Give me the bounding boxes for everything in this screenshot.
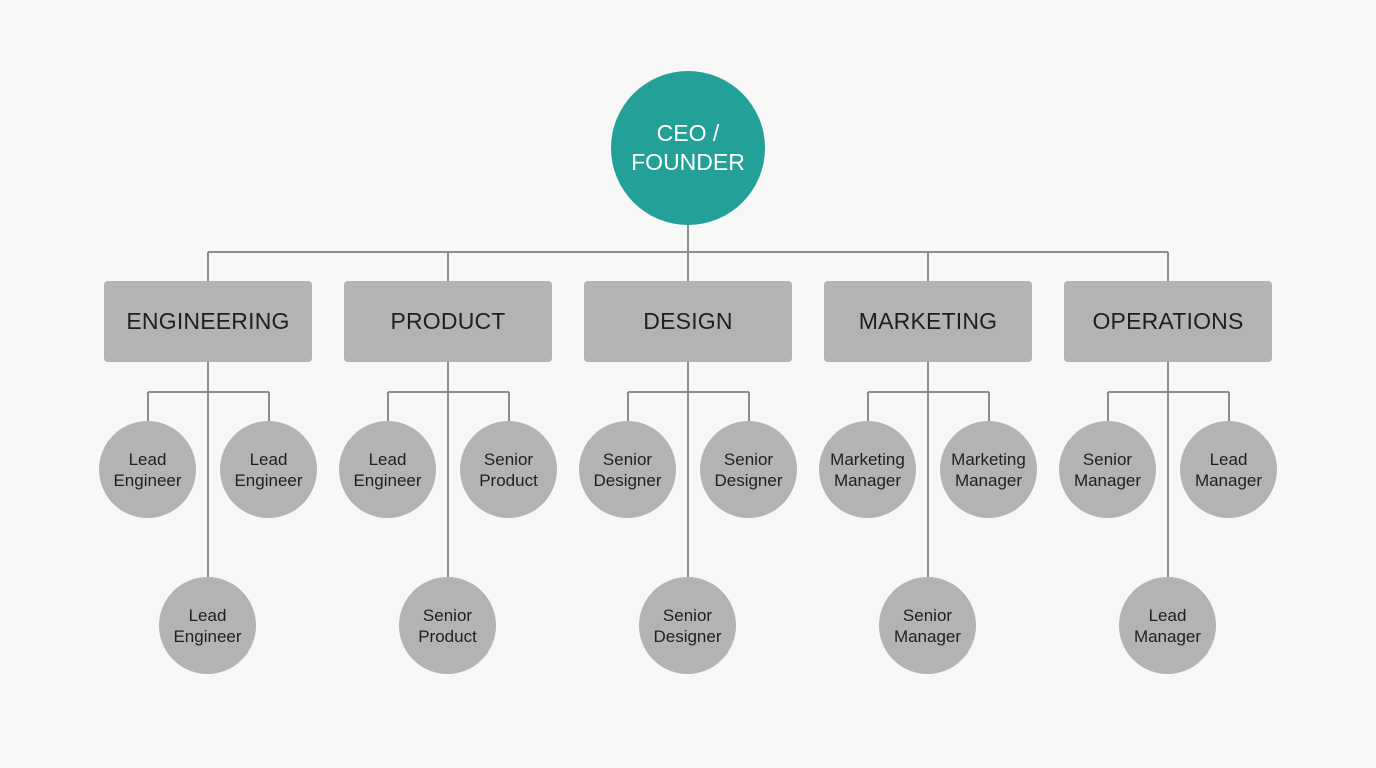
role-label-line1: Marketing [830,449,905,469]
role-label-line2: Manager [1073,470,1142,490]
department-operations-node: OPERATIONS [1064,281,1272,362]
role-label: Senior Designer [653,605,721,647]
role-label: Senior Manager [1074,449,1141,491]
role-label-line2: Manager [1133,626,1202,646]
ceo-founder-label-line2: FOUNDER [631,149,745,175]
role-label-line1: Lead [249,449,288,469]
department-engineering-label: ENGINEERING [126,308,290,334]
role-label-line2: Product [418,626,477,646]
role-label-line1: Lead [1209,449,1248,469]
engineering-role-node: Lead Engineer [159,577,256,674]
department-design-label: DESIGN [643,308,733,334]
role-label-line2: Manager [954,470,1023,490]
marketing-role-node: Marketing Manager [940,421,1037,518]
role-label-line1: Lead [128,449,167,469]
role-label: Marketing Manager [951,449,1026,491]
role-label-line2: Manager [833,470,902,490]
role-label-line2: Designer [653,626,722,646]
engineering-role-node: Lead Engineer [220,421,317,518]
role-label-line1: Senior [422,605,473,625]
design-role-node: Senior Designer [639,577,736,674]
role-label-line1: Lead [188,605,227,625]
design-role-node: Senior Designer [579,421,676,518]
role-label-line2: Product [479,470,538,490]
role-label-line2: Engineer [234,470,303,490]
role-label-line2: Engineer [353,470,422,490]
department-product-node: PRODUCT [344,281,552,362]
role-label: Lead Engineer [353,449,421,491]
role-label-line2: Designer [714,470,783,490]
role-label-line2: Manager [1194,470,1263,490]
role-label: Senior Designer [593,449,661,491]
role-label: Senior Manager [894,605,961,647]
marketing-role-node: Marketing Manager [819,421,916,518]
role-label-line2: Manager [893,626,962,646]
role-label: Lead Engineer [234,449,302,491]
operations-role-node: Senior Manager [1059,421,1156,518]
department-product-label: PRODUCT [390,308,506,334]
role-label-line1: Lead [368,449,407,469]
operations-role-node: Lead Manager [1180,421,1277,518]
product-role-node: Lead Engineer [339,421,436,518]
department-marketing-label: MARKETING [858,308,998,334]
department-marketing-node: MARKETING [824,281,1032,362]
marketing-role-node: Senior Manager [879,577,976,674]
product-role-node: Senior Product [399,577,496,674]
operations-role-node: Lead Manager [1119,577,1216,674]
role-label: Marketing Manager [830,449,905,491]
role-label: Senior Product [479,449,538,491]
department-engineering-node: ENGINEERING [104,281,312,362]
role-label-line2: Engineer [113,470,182,490]
role-label-line1: Senior [602,449,653,469]
engineering-role-node: Lead Engineer [99,421,196,518]
role-label-line2: Engineer [173,626,242,646]
role-label-line1: Senior [662,605,713,625]
role-label-line1: Senior [723,449,774,469]
ceo-founder-label-line1: CEO / [656,120,720,146]
role-label-line1: Senior [902,605,953,625]
role-label: Lead Engineer [113,449,181,491]
role-label-line1: Lead [1148,605,1187,625]
design-role-node: Senior Designer [700,421,797,518]
role-label: Lead Manager [1195,449,1262,491]
role-label-line1: Senior [483,449,534,469]
role-label: Lead Manager [1134,605,1201,647]
ceo-founder-node: CEO / FOUNDER [611,71,765,225]
role-label: Lead Engineer [173,605,241,647]
ceo-founder-label: CEO / FOUNDER [631,119,745,177]
role-label: Senior Designer [714,449,782,491]
role-label-line2: Designer [593,470,662,490]
department-design-node: DESIGN [584,281,792,362]
department-operations-label: OPERATIONS [1092,308,1244,334]
role-label-line1: Marketing [951,449,1026,469]
product-role-node: Senior Product [460,421,557,518]
role-label: Senior Product [418,605,477,647]
role-label-line1: Senior [1082,449,1133,469]
